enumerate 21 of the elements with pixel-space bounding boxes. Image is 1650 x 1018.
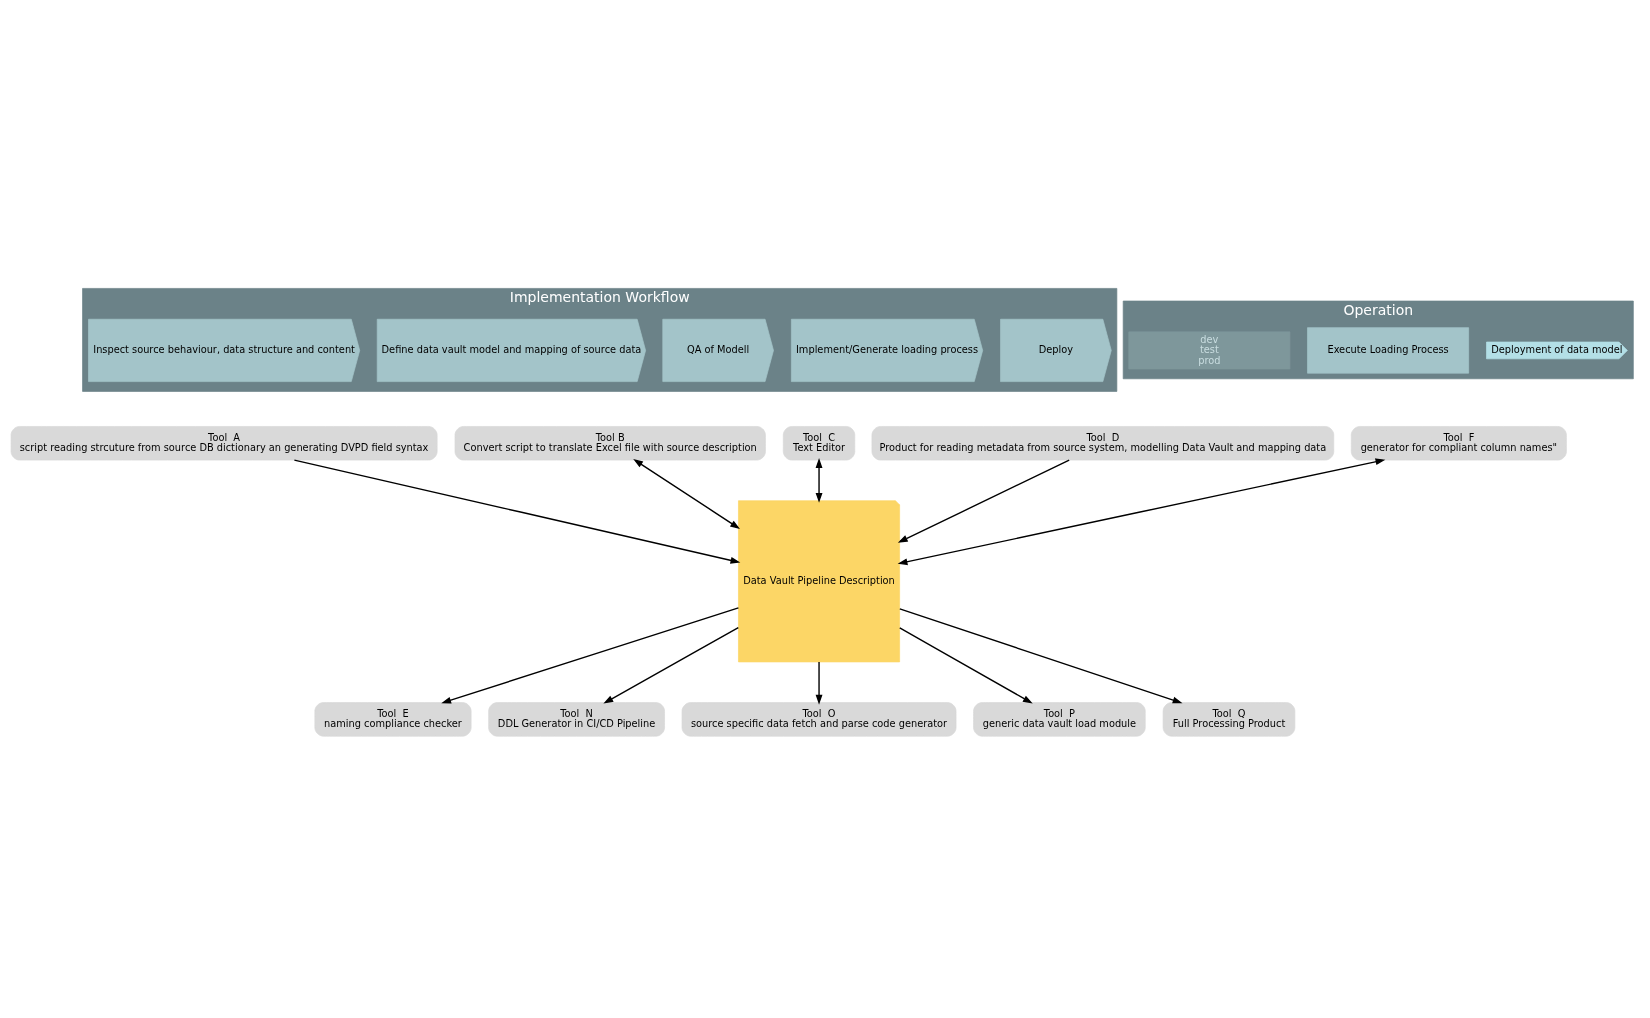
node-box: Tool N DDL Generator in CI/CD Pipeline — [488, 701, 665, 737]
node-box: Tool B Convert script to translate Excel file with source description — [454, 425, 766, 460]
node-box: Tool O source specific data fetch and parse code generator — [681, 701, 957, 737]
arrow — [633, 458, 741, 529]
node-box: Tool F generator for compliant column names" — [1350, 425, 1567, 460]
node-box: Execute Loading Process — [1307, 326, 1469, 374]
arrow — [815, 660, 823, 705]
node-box: Tool E naming compliance checker — [314, 701, 472, 737]
arrow — [897, 459, 1070, 543]
node-box: Tool Q Full Processing Product — [1162, 701, 1296, 737]
node-box: Tool C Text Editor — [782, 425, 856, 460]
arrow — [815, 457, 823, 503]
arrow — [897, 457, 1386, 565]
node-box: Tool A script reading strcuture from source DB dictionary an generating DVPD field syntax — [10, 425, 438, 460]
node-box: Tool D Product for reading metadata from source system, modelling Data Vault and mapping data — [871, 425, 1335, 460]
arrow — [899, 626, 1033, 703]
arrow — [293, 458, 741, 564]
node-box: Tool P generic data vault load module — [973, 701, 1146, 737]
arrow — [899, 607, 1183, 703]
arrow — [603, 626, 739, 704]
arrow — [441, 606, 740, 703]
